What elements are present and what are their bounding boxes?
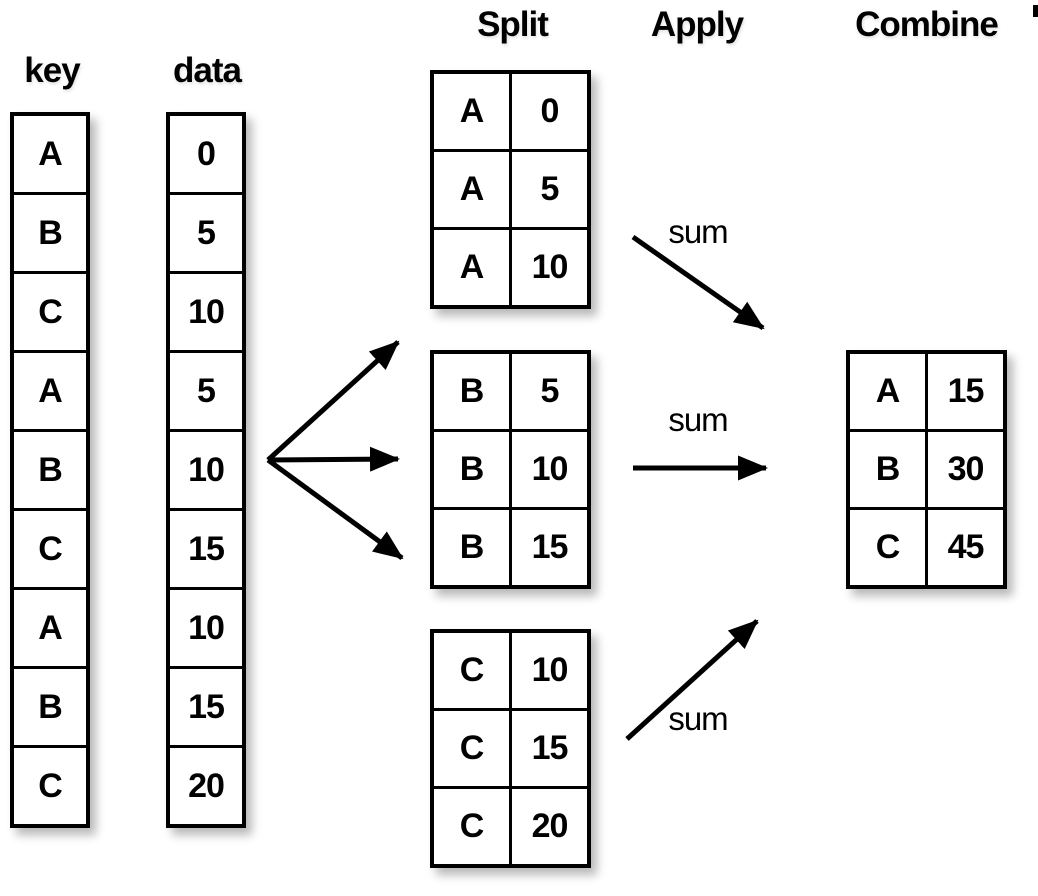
group-key-cell: B [434, 510, 509, 585]
key-cell: A [14, 353, 86, 429]
split-stage-header: Split [477, 5, 549, 44]
group-key-cell: C [434, 789, 509, 864]
data-cell: 5 [170, 195, 242, 271]
group-value-cell: 10 [512, 432, 587, 507]
key-cell: B [14, 669, 86, 745]
result-value-cell: 30 [928, 432, 1003, 507]
sum-label-bottom: sum [668, 700, 728, 737]
result-key-cell: A [850, 354, 925, 429]
data-column-header: data [173, 51, 242, 90]
combine-result-table: A 15 B 30 C 45 [846, 350, 1007, 589]
group-key-cell: C [434, 633, 509, 708]
data-column-table: 0 5 10 5 10 15 10 15 20 [166, 112, 246, 828]
split-arrow-to-group-b [267, 446, 400, 472]
split-table-group-a: A 0 A 5 A 10 [430, 70, 591, 309]
group-key-cell: A [434, 74, 509, 149]
key-cell: A [14, 116, 86, 192]
group-value-cell: 0 [512, 74, 587, 149]
key-cell: C [14, 511, 86, 587]
combine-stage-header: Combine [855, 5, 999, 44]
split-table-group-b: B 5 B 10 B 15 [430, 350, 591, 589]
group-value-cell: 5 [512, 152, 587, 227]
group-key-cell: C [434, 711, 509, 786]
group-key-cell: B [434, 354, 509, 429]
apply-stage-header: Apply [650, 5, 744, 44]
group-value-cell: 5 [512, 354, 587, 429]
sum-label-middle: sum [668, 401, 728, 438]
result-key-cell: C [850, 510, 925, 585]
data-cell: 20 [170, 748, 242, 824]
key-column-table: A B C A B C A B C [10, 112, 90, 828]
split-arrow-to-group-a [266, 340, 400, 462]
key-cell: B [14, 195, 86, 271]
key-column-header: key [24, 51, 80, 90]
sum-arrow-from-group-a [631, 234, 765, 331]
data-cell: 10 [170, 432, 242, 508]
key-cell: C [14, 748, 86, 824]
group-key-cell: A [434, 152, 509, 227]
result-value-cell: 15 [928, 354, 1003, 429]
key-cell: B [14, 432, 86, 508]
group-key-cell: B [434, 432, 509, 507]
result-value-cell: 45 [928, 510, 1003, 585]
key-cell: C [14, 274, 86, 350]
group-value-cell: 15 [512, 711, 587, 786]
group-key-cell: A [434, 230, 509, 305]
group-value-cell: 15 [512, 510, 587, 585]
data-cell: 5 [170, 353, 242, 429]
group-value-cell: 10 [512, 633, 587, 708]
data-cell: 15 [170, 511, 242, 587]
key-cell: A [14, 590, 86, 666]
split-arrow-to-group-c [266, 457, 404, 561]
data-cell: 10 [170, 590, 242, 666]
corner-artifact [1033, 5, 1038, 17]
group-value-cell: 20 [512, 789, 587, 864]
result-key-cell: B [850, 432, 925, 507]
group-value-cell: 10 [512, 230, 587, 305]
data-cell: 0 [170, 116, 242, 192]
split-table-group-c: C 10 C 15 C 20 [430, 629, 591, 868]
data-cell: 10 [170, 274, 242, 350]
data-cell: 15 [170, 669, 242, 745]
sum-label-top: sum [668, 213, 728, 250]
